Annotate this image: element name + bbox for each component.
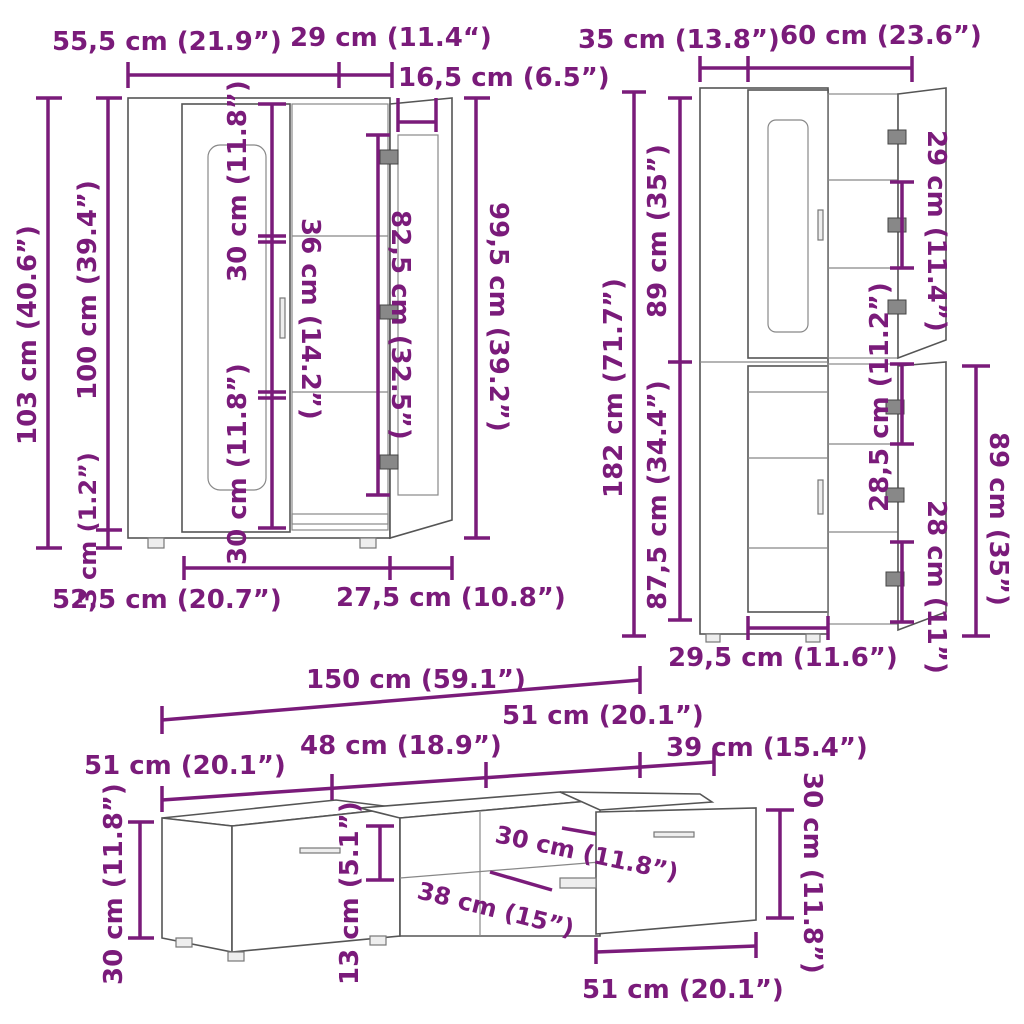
label-cabinet-door-height: 82,5 cm (32.5”) <box>385 210 415 440</box>
label-tall-cabinet-door-height: 89 cm (35”) <box>983 432 1013 606</box>
tv-unit-dimension-lines <box>128 666 794 964</box>
label-tv-middle-width: 48 cm (18.9”) <box>300 731 502 761</box>
label-tv-middle-right-width: 51 cm (20.1”) <box>502 701 704 731</box>
label-tall-cabinet-total-height: 182 cm (71.7”) <box>599 278 629 498</box>
label-tv-left-height: 30 cm (11.8”) <box>99 783 129 985</box>
label-tall-cabinet-lower-shelf: 28,5 cm (11.2”) <box>865 282 895 512</box>
cabinet-labels: 55,5 cm (21.9”) 29 cm (11.4“) 16,5 cm (6… <box>13 23 610 615</box>
label-tv-left-width: 51 cm (20.1”) <box>84 751 286 781</box>
tall-cabinet-drawing <box>699 87 947 643</box>
label-tall-cabinet-upper-height: 89 cm (35”) <box>643 144 673 318</box>
label-cabinet-base-door-width: 27,5 cm (10.8”) <box>336 583 566 613</box>
label-cabinet-door-width: 29 cm (11.4“) <box>290 23 492 53</box>
label-cabinet-width: 55,5 cm (21.9”) <box>52 27 282 57</box>
label-cabinet-foot-height: 3 cm (1.2”) <box>74 452 102 605</box>
label-tall-cabinet-lower-height: 87,5 cm (34.4”) <box>643 380 673 610</box>
tall-cabinet-dimension-lines <box>622 56 990 640</box>
label-tall-cabinet-bottom-shelf: 28 cm (11”) <box>921 500 951 674</box>
label-cabinet-door-full-height: 99,5 cm (39.2”) <box>483 202 513 432</box>
label-cabinet-middle-shelf: 36 cm (14.2”) <box>295 218 325 420</box>
label-tall-cabinet-upper-shelf: 29 cm (11.4”) <box>921 130 951 332</box>
label-tv-right-width: 39 cm (15.4”) <box>666 733 868 763</box>
label-cabinet-body-height: 100 cm (39.4”) <box>73 180 103 400</box>
cabinet-dimension-lines <box>36 62 490 580</box>
label-tall-cabinet-depth: 35 cm (13.8”) <box>578 25 780 55</box>
label-tall-cabinet-base-width: 29,5 cm (11.6”) <box>668 643 898 673</box>
label-tv-shelf-height: 13 cm (5.1”) <box>335 801 365 985</box>
label-cabinet-total-height: 103 cm (40.6”) <box>13 225 43 445</box>
label-tv-total-width: 150 cm (59.1”) <box>306 665 526 695</box>
label-cabinet-base-width: 52,5 cm (20.7”) <box>52 585 282 615</box>
label-tv-flap-width: 51 cm (20.1”) <box>582 975 784 1005</box>
label-tv-flap-height: 30 cm (11.8”) <box>797 772 827 974</box>
label-cabinet-upper-shelf: 30 cm (11.8”) <box>223 80 253 282</box>
tall-cabinet-labels: 35 cm (13.8”) 60 cm (23.6”) 182 cm (71.7… <box>578 21 1013 674</box>
tv-unit-drawing <box>161 791 757 962</box>
display-cabinet-drawing <box>127 97 453 549</box>
label-cabinet-lower-shelf: 30 cm (11.8”) <box>223 363 253 565</box>
label-cabinet-door-depth: 16,5 cm (6.5”) <box>398 63 610 93</box>
label-tall-cabinet-width: 60 cm (23.6”) <box>780 21 982 51</box>
